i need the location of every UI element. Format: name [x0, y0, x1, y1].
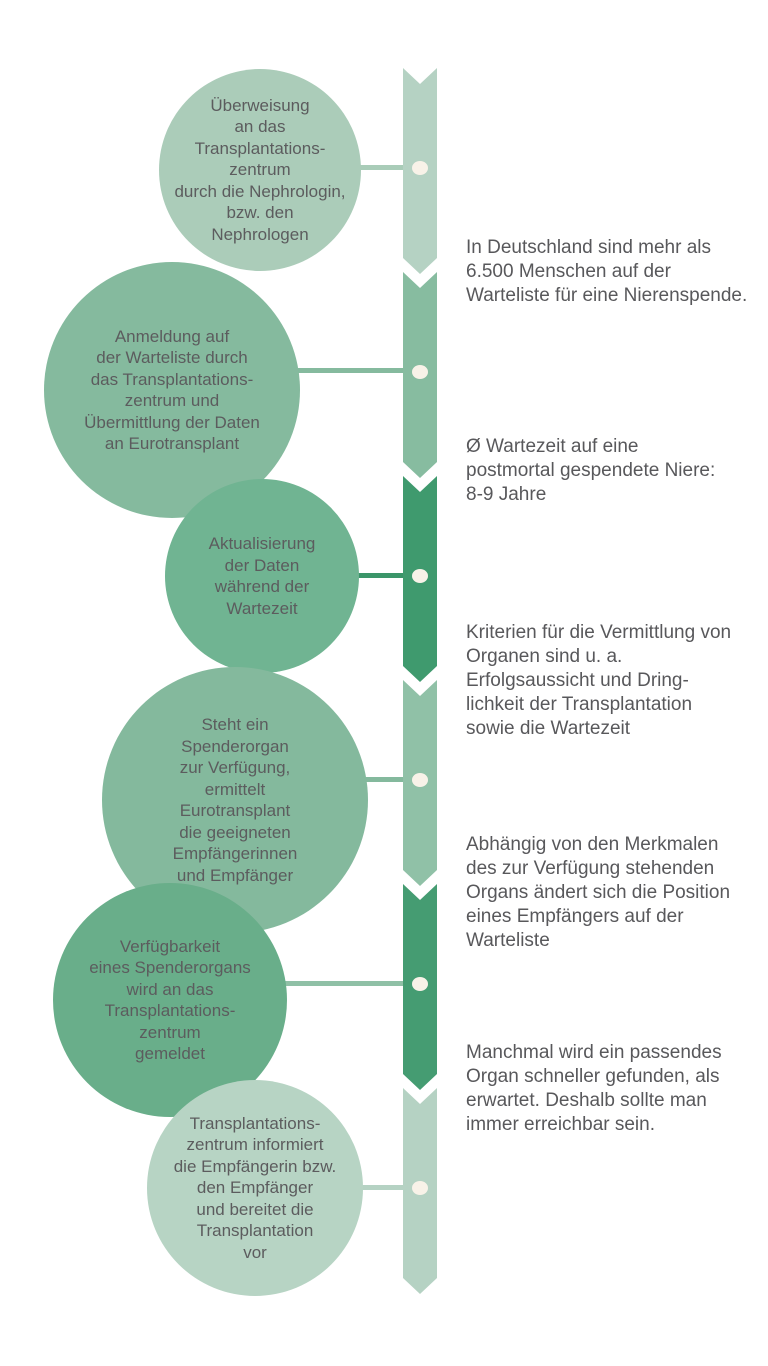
timeline-dot-3 [412, 569, 428, 583]
connector-line-4 [345, 777, 405, 782]
note-3: Kriterien für die Vermittlung von Organe… [466, 622, 732, 739]
step-circle-4-label: Steht ein Spenderorgan zur Verfügung, er… [172, 715, 298, 885]
connector-line-3 [335, 573, 405, 578]
connector-line-6 [340, 1185, 405, 1190]
step-circle-4: Steht ein Spenderorgan zur Verfügung, er… [102, 667, 368, 933]
step-circle-3: Aktualisierung der Daten während der War… [165, 479, 359, 673]
step-circle-3-label: Aktualisierung der Daten während der War… [208, 534, 316, 618]
step-circle-6: Transplantations- zentrum informiert die… [147, 1080, 363, 1296]
step-circle-1: Überweisung an das Transplantations- zen… [159, 69, 361, 271]
step-circle-1-label: Überweisung an das Transplantations- zen… [174, 95, 346, 244]
step-circle-5-label: Verfügbarkeit eines Spenderorgans wird a… [89, 936, 251, 1064]
timeline-dot-1 [412, 161, 428, 175]
note-2: Ø Wartezeit auf eine postmortal gespende… [466, 436, 716, 505]
timeline-dot-2 [412, 365, 428, 379]
step-circle-2-label: Anmeldung auf der Warteliste durch das T… [84, 326, 260, 454]
step-circle-6-label: Transplantations- zentrum informiert die… [173, 1113, 337, 1262]
timeline-dot-5 [412, 977, 428, 991]
connector-line-2 [280, 368, 405, 373]
timeline-dot-6 [412, 1181, 428, 1195]
note-1: In Deutschland sind mehr als 6.500 Mensc… [466, 237, 748, 306]
note-4: Abhängig von den Merkmalen des zur Verfü… [466, 834, 731, 951]
timeline-dot-4 [412, 773, 428, 787]
connector-line-5 [265, 981, 405, 986]
step-circle-2: Anmeldung auf der Warteliste durch das T… [44, 262, 300, 518]
connector-line-1 [330, 165, 405, 170]
step-circle-5: Verfügbarkeit eines Spenderorgans wird a… [53, 883, 287, 1117]
note-5: Manchmal wird ein passendes Organ schnel… [466, 1042, 722, 1135]
